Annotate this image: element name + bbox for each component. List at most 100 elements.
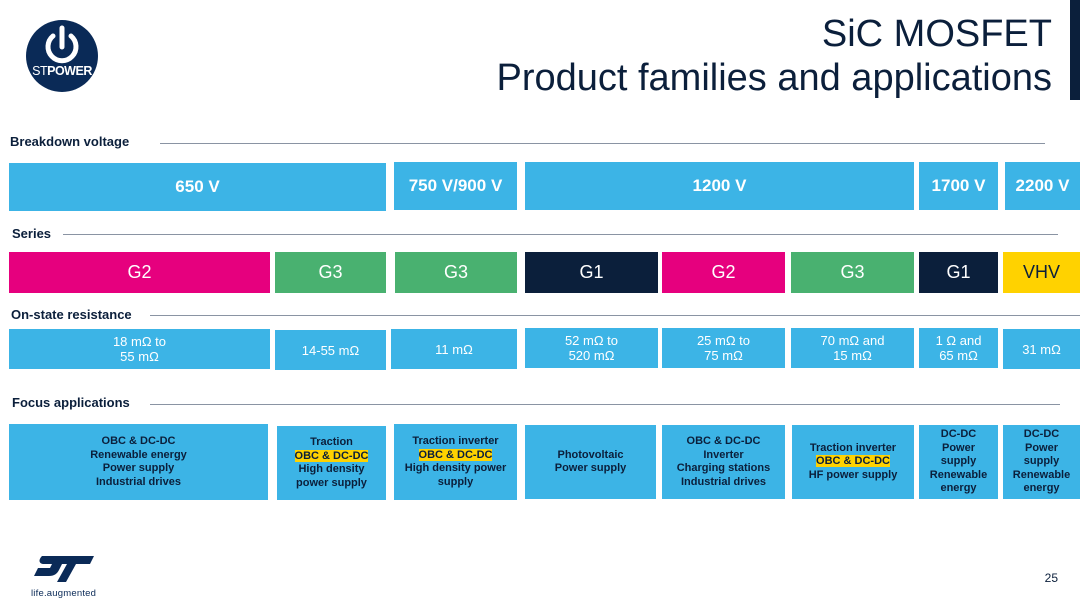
resistance-text: 31 mΩ <box>1022 342 1061 357</box>
resistance-line: 25 mΩ to <box>696 333 751 348</box>
resistance-line: 70 mΩ and <box>820 333 885 348</box>
application-item: Traction <box>310 436 353 448</box>
page-number: 25 <box>1044 571 1058 585</box>
application-item: Renewable <box>929 468 988 481</box>
title-line-2: Product families and applications <box>496 57 1052 99</box>
application-item: High density <box>298 463 365 475</box>
resistance-line: 520 mΩ <box>568 348 615 363</box>
resistance-line: 1 Ω and <box>935 333 982 348</box>
series-box: G2 <box>662 252 785 293</box>
application-item: Inverter <box>703 448 744 461</box>
application-item: Traction inverter <box>412 435 499 447</box>
application-item: Traction inverter <box>809 441 897 454</box>
application-item: Photovoltaic <box>557 448 624 461</box>
resistance-box: 14-55 mΩ <box>275 330 386 370</box>
series-box: VHV <box>1003 252 1080 293</box>
tagline: life.augmented <box>31 588 97 599</box>
application-item: High density power <box>404 462 507 474</box>
application-item: power supply <box>296 476 367 489</box>
title-line-1: SiC MOSFET <box>821 13 1052 55</box>
series-box: G3 <box>395 252 517 293</box>
application-item: supply <box>437 475 474 488</box>
stpower-logo: STPOWER <box>26 20 98 92</box>
section-divider <box>160 143 1045 144</box>
voltage-750-900v: 750 V/900 V <box>394 162 517 210</box>
application-item: Power supply <box>102 462 175 474</box>
application-item: DC-DC <box>1023 428 1060 441</box>
section-on-state-resistance: On-state resistance <box>11 307 132 322</box>
application-item: HF power supply <box>808 468 898 481</box>
application-item: energy <box>940 482 977 495</box>
application-item: OBC & DC-DC <box>418 448 493 461</box>
section-series: Series <box>12 226 52 241</box>
series-box: G3 <box>791 252 914 293</box>
application-item: Renewable energy <box>90 448 187 461</box>
application-item: Renewable <box>1012 468 1071 481</box>
application-item: supply <box>1023 455 1060 468</box>
resistance-text: 14-55 mΩ <box>302 343 359 358</box>
resistance-line: 75 mΩ <box>704 348 743 363</box>
application-item: Industrial drives <box>681 475 766 488</box>
series-box: G1 <box>919 252 998 293</box>
series-box: G2 <box>9 252 270 293</box>
application-item: Power <box>1024 441 1058 454</box>
application-item: OBC & DC-DC <box>816 455 890 468</box>
application-item: supply <box>940 455 977 468</box>
voltage-2200v: 2200 V <box>1005 162 1080 210</box>
section-divider <box>150 404 1060 405</box>
section-breakdown-voltage: Breakdown voltage <box>10 134 130 149</box>
section-divider <box>63 234 1058 235</box>
application-item: energy <box>1023 482 1060 495</box>
application-item: OBC & DC-DC <box>101 435 176 447</box>
resistance-line: 15 mΩ <box>833 348 872 363</box>
resistance-box: 11 mΩ <box>391 329 517 369</box>
stpower-logo-text: STPOWER <box>32 64 92 78</box>
resistance-line: 18 mΩ to <box>112 334 167 349</box>
section-divider <box>150 315 1080 316</box>
resistance-line: 52 mΩ to <box>564 333 619 348</box>
power-icon <box>45 25 79 64</box>
st-logo-icon <box>34 556 94 582</box>
series-box: G3 <box>275 252 386 293</box>
resistance-box: 31 mΩ <box>1003 329 1080 369</box>
title-accent-bar <box>1070 0 1080 100</box>
resistance-line: 11 mΩ <box>435 341 473 357</box>
resistance-text: 11 mΩ <box>435 342 473 357</box>
application-item: Power <box>941 441 975 454</box>
application-item: DC-DC <box>940 428 977 441</box>
application-item: OBC & DC-DC <box>294 449 369 462</box>
st-logo <box>28 552 98 591</box>
application-item: Industrial drives <box>96 475 181 488</box>
resistance-line: 65 mΩ <box>939 348 978 363</box>
resistance-line: 14-55 mΩ <box>301 342 360 358</box>
voltage-1700v: 1700 V <box>919 162 998 210</box>
voltage-1200v: 1200 V <box>525 162 914 210</box>
application-item: OBC & DC-DC <box>686 435 761 447</box>
slide-title: SiC MOSFET Product families and applicat… <box>496 12 1052 100</box>
resistance-line: 55 mΩ <box>120 349 159 364</box>
